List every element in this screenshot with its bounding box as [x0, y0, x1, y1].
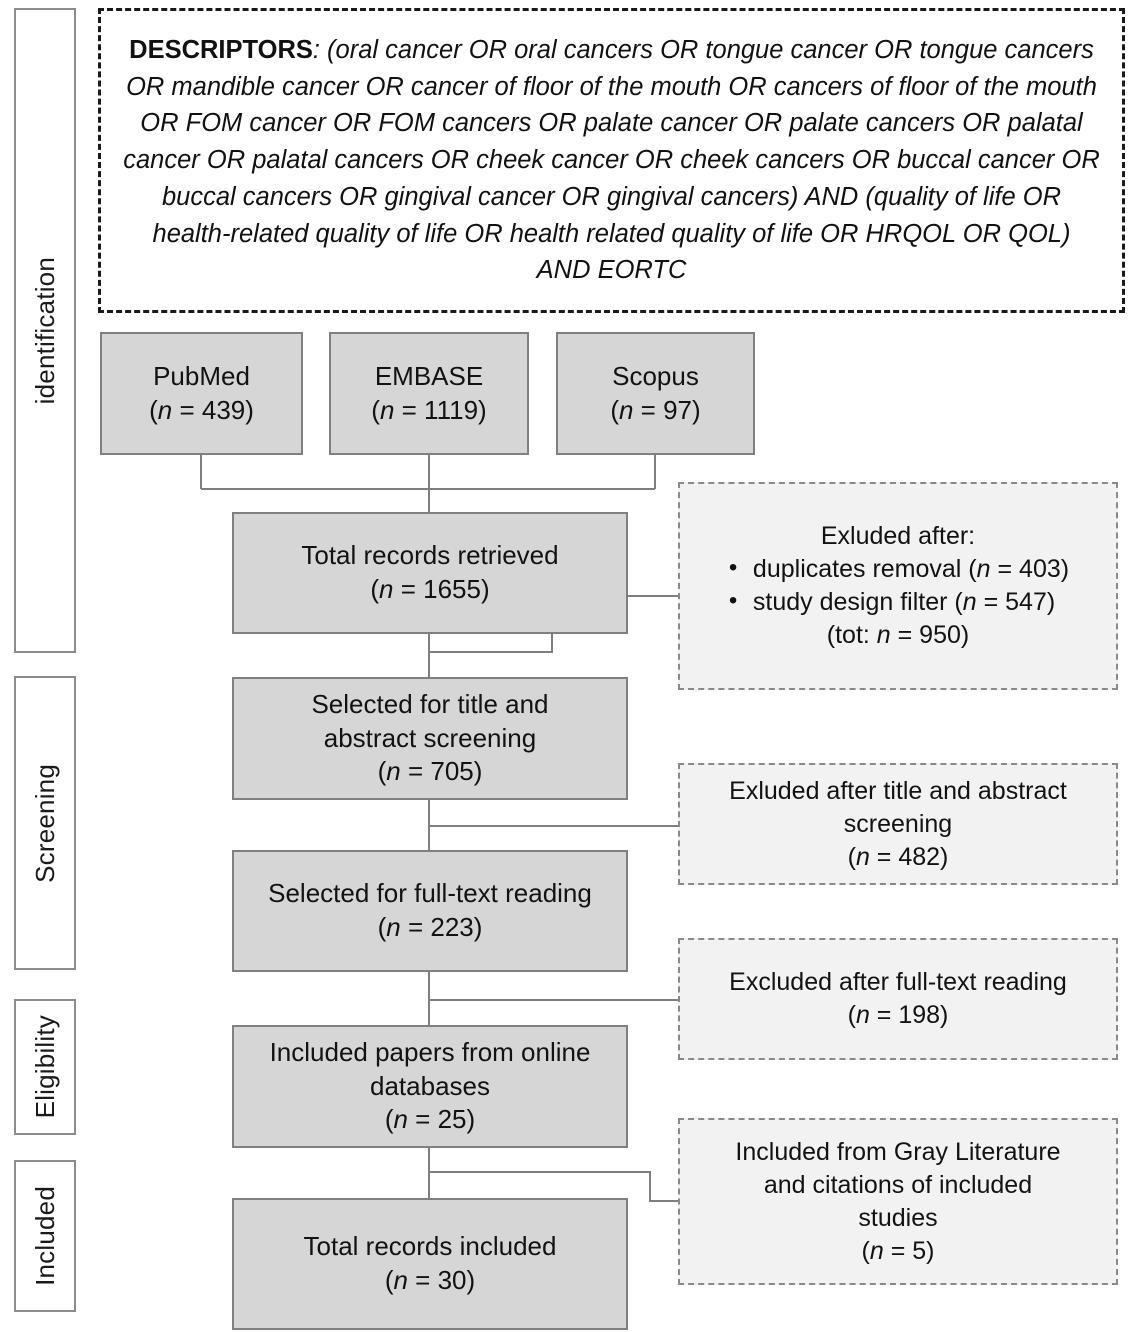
side-box-gray-literature: Included from Gray Literature and citati…: [678, 1118, 1118, 1285]
descriptors-text: DESCRIPTORS: (oral cancer OR oral cancer…: [123, 32, 1100, 289]
gray-literature-line3: studies: [858, 1203, 938, 1232]
descriptors-box: DESCRIPTORS: (oral cancer OR oral cancer…: [98, 8, 1125, 313]
total-retrieved-label: Total records retrieved: [301, 540, 559, 571]
stage-label-included: Included: [29, 1186, 60, 1286]
list-item: duplicates removal (n = 403): [727, 552, 1069, 586]
excluded-screening-line2: screening: [843, 809, 953, 838]
excluded-initial-heading: Exluded after:: [820, 522, 976, 550]
source-pubmed-count: (n = 439): [149, 394, 254, 425]
flow-box-total-retrieved: Total records retrieved (n = 1655): [232, 512, 628, 634]
excluded-screening-line1: Exluded after title and abstract: [729, 776, 1067, 805]
excluded-screening-count: (n = 482): [847, 842, 949, 871]
stage-rail-included: Included: [14, 1160, 76, 1312]
source-box-scopus: Scopus (n = 97): [556, 332, 755, 455]
source-scopus-label: Scopus: [612, 360, 699, 391]
total-retrieved-count: (n = 1655): [370, 574, 490, 604]
flow-box-included-online-databases: Included papers from online databases (n…: [232, 1025, 628, 1148]
excluded-initial-total: (tot: n = 950): [826, 621, 970, 649]
source-pubmed-label: PubMed: [153, 360, 250, 391]
source-scopus-count: (n = 97): [610, 394, 701, 425]
source-embase-count: (n = 1119): [371, 394, 487, 425]
title-abstract-line2: abstract screening: [323, 722, 537, 753]
gray-literature-count: (n = 5): [861, 1236, 935, 1265]
full-text-count: (n = 223): [377, 912, 483, 942]
title-abstract-count: (n = 705): [377, 756, 483, 787]
flow-box-title-abstract-screening: Selected for title and abstract screenin…: [232, 677, 628, 800]
descriptors-query: : (oral cancer OR oral cancers OR tongue…: [123, 35, 1100, 285]
side-box-excluded-full-text: Excluded after full-text reading (n = 19…: [678, 938, 1118, 1060]
included-online-line2: databases: [370, 1070, 490, 1101]
full-text-label: Selected for full-text reading: [268, 878, 592, 909]
total-included-count: (n = 30): [384, 1265, 476, 1295]
source-embase-label: EMBASE: [374, 360, 484, 391]
stage-rail-eligibility: Eligibility: [14, 999, 76, 1135]
excluded-fulltext-line1: Excluded after full-text reading: [729, 968, 1067, 996]
title-abstract-line1: Selected for title and: [311, 688, 549, 719]
flow-box-full-text-reading: Selected for full-text reading (n = 223): [232, 850, 628, 972]
gray-literature-line2: and citations of included: [763, 1170, 1033, 1199]
gray-literature-line1: Included from Gray Literature: [735, 1137, 1061, 1166]
flow-box-total-included: Total records included (n = 30): [232, 1198, 628, 1330]
excluded-fulltext-count: (n = 198): [847, 1001, 949, 1029]
side-box-excluded-title-abstract: Exluded after title and abstract screeni…: [678, 763, 1118, 885]
stage-label-eligibility: Eligibility: [29, 1015, 60, 1119]
included-online-count: (n = 25): [384, 1104, 476, 1135]
stage-rail-screening: Screening: [14, 676, 76, 970]
stage-label-identification: identification: [29, 256, 60, 405]
stage-label-screening: Screening: [29, 763, 60, 883]
list-item: study design filter (n = 547): [727, 585, 1069, 619]
included-online-line1: Included papers from online: [269, 1036, 591, 1067]
stage-rail-identification: identification: [14, 8, 76, 653]
descriptors-label: DESCRIPTORS: [129, 35, 313, 64]
total-included-label: Total records included: [303, 1231, 557, 1262]
source-box-embase: EMBASE (n = 1119): [329, 332, 529, 455]
source-box-pubmed: PubMed (n = 439): [100, 332, 303, 455]
side-box-excluded-initial: Exluded after: duplicates removal (n = 4…: [678, 482, 1118, 690]
excluded-initial-bullets: duplicates removal (n = 403) study desig…: [727, 552, 1069, 619]
